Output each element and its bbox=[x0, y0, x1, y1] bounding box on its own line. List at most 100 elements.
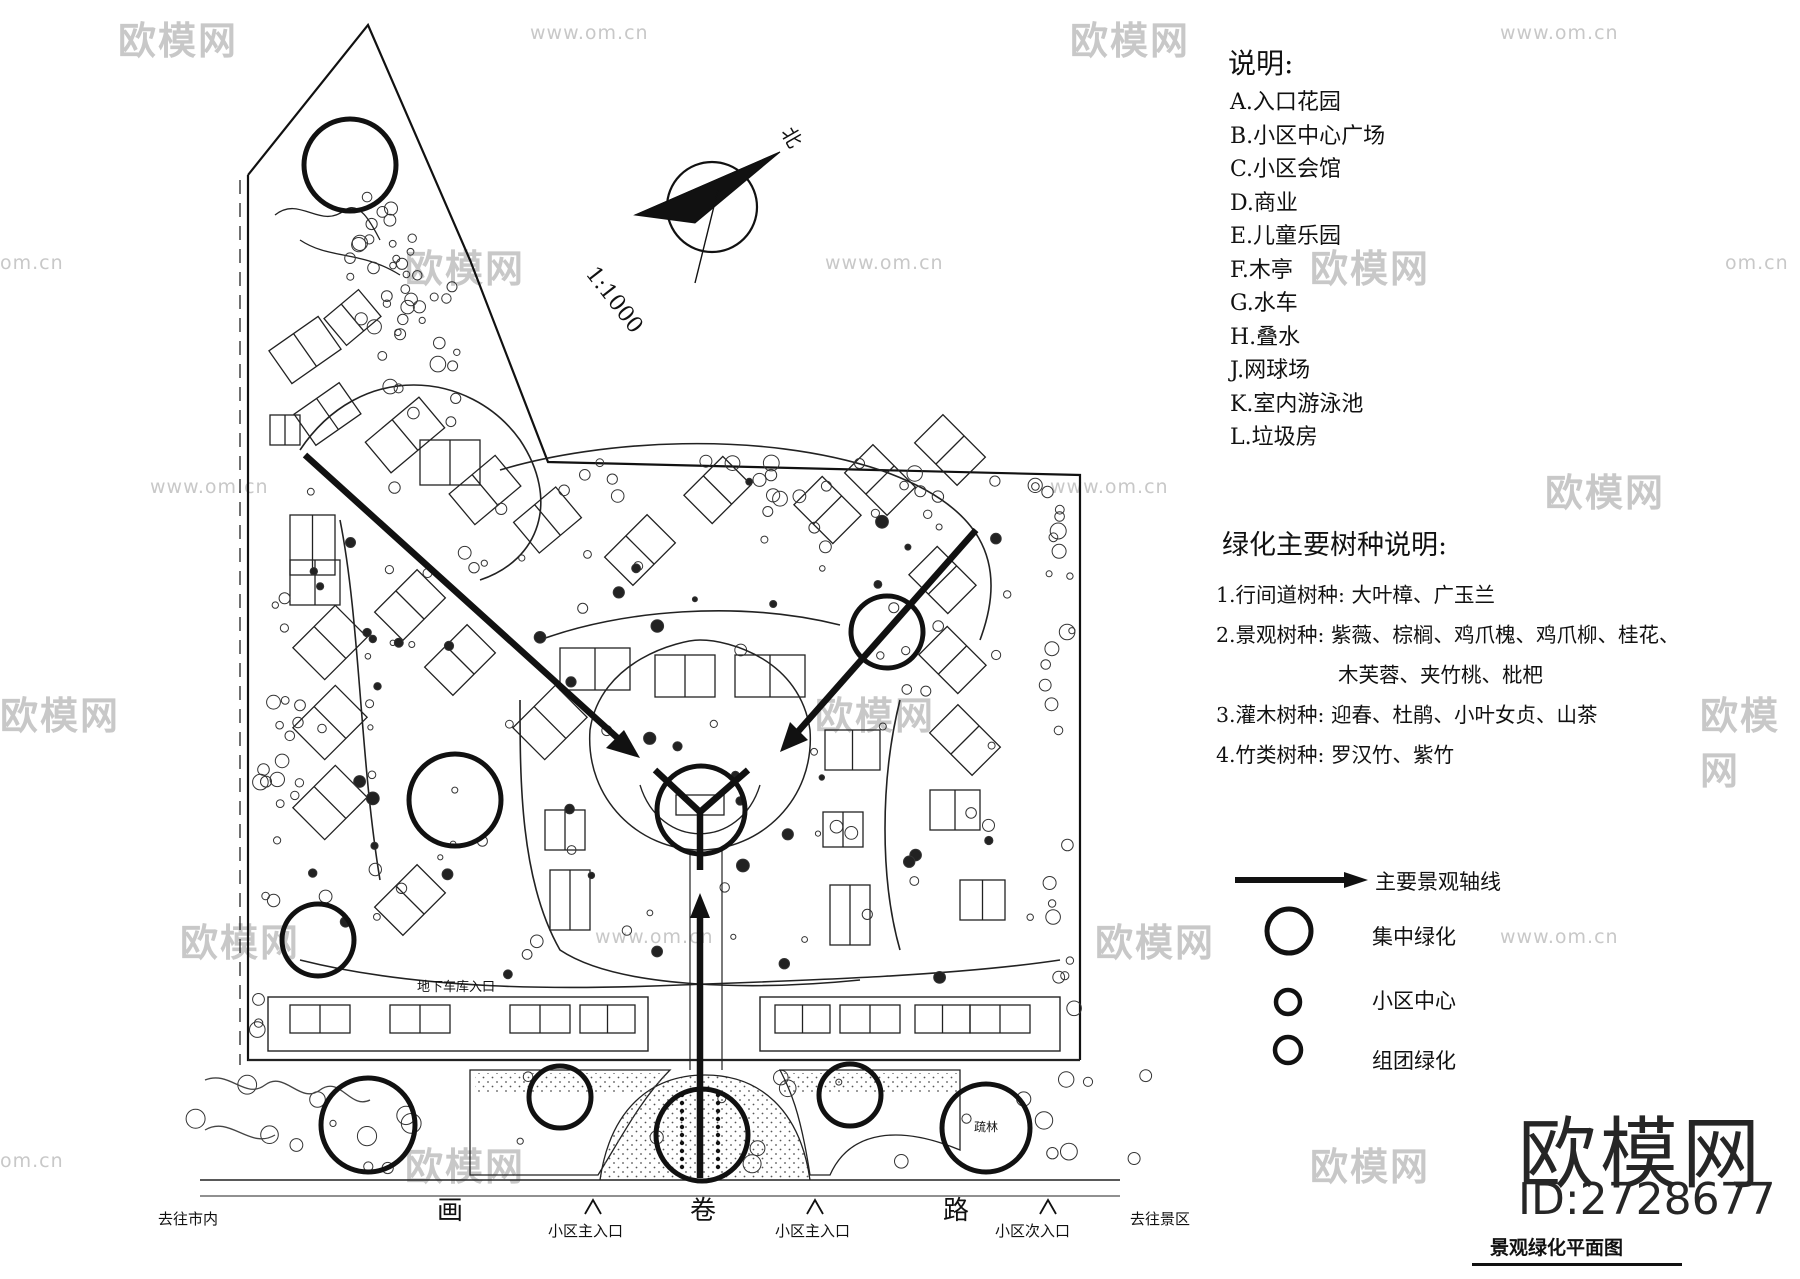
tree-canopy bbox=[495, 502, 508, 515]
building-partition bbox=[935, 435, 965, 465]
entrance-gardens bbox=[200, 1069, 1120, 1197]
tree-canopy bbox=[906, 465, 923, 482]
building-partition bbox=[533, 706, 567, 739]
tree-canopy bbox=[429, 292, 439, 302]
tree-canopy bbox=[899, 480, 909, 491]
tree-canopy bbox=[446, 281, 458, 293]
tree-canopy bbox=[606, 473, 618, 485]
building-partition bbox=[812, 495, 843, 525]
tree-canopy bbox=[252, 993, 265, 1006]
tree-canopy bbox=[965, 807, 977, 819]
tree-canopy bbox=[752, 472, 767, 487]
tree-canopy bbox=[400, 284, 411, 295]
tree-canopy bbox=[275, 720, 284, 730]
tree-canopy bbox=[1031, 482, 1040, 491]
entry-walkway bbox=[689, 850, 723, 1070]
legend-title: 说明: bbox=[1228, 47, 1294, 80]
tree-canopy bbox=[294, 778, 305, 788]
tree-canopy bbox=[248, 1021, 266, 1038]
tree-canopy bbox=[1044, 697, 1059, 712]
garage-entrance-label: 地下车库入口 bbox=[417, 980, 496, 995]
drawing-title: 景观绿化平面图 bbox=[1490, 1237, 1624, 1259]
tree-canopy bbox=[388, 481, 401, 494]
tree-canopy bbox=[1065, 956, 1075, 965]
entrance-bollard-dot bbox=[679, 1140, 685, 1146]
tree-canopy bbox=[269, 771, 285, 788]
tree-canopy bbox=[894, 1154, 909, 1169]
entrance-bollard-dot bbox=[715, 1156, 721, 1162]
tree-canopy bbox=[730, 933, 737, 940]
tree-canopy bbox=[878, 722, 887, 731]
tree-canopy bbox=[394, 328, 407, 341]
tree-canopy bbox=[278, 592, 291, 605]
legend-item: C.小区会馆 bbox=[1230, 157, 1342, 182]
legend-item: J.网球场 bbox=[1230, 358, 1311, 383]
tree-canopy bbox=[266, 893, 281, 908]
tree-canopy bbox=[724, 455, 741, 472]
tree-canopy bbox=[564, 803, 575, 815]
tree-canopy bbox=[873, 580, 883, 589]
tree-canopy bbox=[344, 252, 356, 265]
tree-canopy bbox=[394, 328, 402, 337]
tree-canopy bbox=[801, 936, 808, 943]
tree-canopy bbox=[271, 601, 279, 609]
tree-canopy bbox=[903, 855, 916, 868]
tree-canopy bbox=[521, 949, 533, 960]
tree-canopy bbox=[437, 854, 444, 861]
tree-canopy bbox=[961, 1113, 972, 1124]
tree-canopy bbox=[503, 969, 513, 980]
tree-canopy bbox=[395, 882, 408, 894]
tree-canopy bbox=[781, 828, 794, 841]
tree-canopy bbox=[370, 841, 379, 850]
tree-canopy bbox=[389, 261, 397, 270]
legend-item: F.木亭 bbox=[1230, 257, 1293, 283]
tree-canopy bbox=[792, 489, 807, 504]
tree-canopy bbox=[1068, 627, 1076, 635]
tree-canopy bbox=[818, 774, 825, 781]
tree-canopy bbox=[762, 506, 774, 517]
tree-canopy bbox=[1003, 590, 1012, 599]
road-char-1: 画 bbox=[437, 1196, 464, 1226]
road-char-3: 路 bbox=[943, 1196, 970, 1226]
tree-canopy bbox=[384, 201, 398, 216]
tree-canopy bbox=[1041, 485, 1054, 499]
building-partition bbox=[395, 590, 425, 620]
tree-canopy bbox=[382, 299, 392, 308]
green-circles bbox=[279, 116, 1033, 1184]
tree-canopy bbox=[317, 723, 327, 734]
watermark-url: www.om.cn bbox=[1500, 926, 1619, 948]
tree-canopy bbox=[982, 818, 995, 832]
tree-canopy bbox=[1045, 570, 1053, 578]
watermark-brand: 欧模网 bbox=[405, 1145, 526, 1189]
tree-canopy bbox=[356, 1126, 378, 1147]
tree-canopy bbox=[418, 316, 426, 324]
concentrated-green-circle bbox=[653, 1086, 751, 1184]
tree-canopy bbox=[631, 563, 641, 574]
tree-canopy bbox=[274, 753, 290, 769]
tree-canopy bbox=[407, 406, 420, 420]
tree-canopy bbox=[376, 206, 389, 218]
tree-canopy bbox=[987, 741, 996, 750]
legend-item: E.儿童乐园 bbox=[1230, 224, 1342, 249]
site-boundary bbox=[246, 22, 1082, 1062]
watermark-brand: 欧模网 bbox=[1310, 1145, 1431, 1189]
watermark-brand: 欧模网 bbox=[1070, 19, 1191, 63]
group-green-label: 组团绿化 bbox=[1372, 1049, 1456, 1073]
tree-canopy bbox=[412, 270, 423, 281]
tree-canopy bbox=[346, 272, 355, 281]
tree-species-item: 3.灌木树种: 迎春、杜鹃、小叶女贞、山茶 bbox=[1216, 703, 1598, 727]
entrance-bollard-dot bbox=[715, 1148, 721, 1154]
tree-canopy bbox=[672, 741, 683, 752]
tree-canopy bbox=[447, 360, 459, 372]
tree-canopy bbox=[579, 469, 591, 481]
building-partition bbox=[316, 398, 339, 430]
tree-canopy bbox=[909, 876, 920, 886]
tree-canopy bbox=[691, 596, 698, 603]
axis-northwest bbox=[302, 452, 625, 745]
entrance-bollard-dot bbox=[715, 1092, 721, 1098]
tree-canopy bbox=[306, 487, 315, 496]
building-partition bbox=[391, 419, 419, 451]
watermark-url: www.om.cn bbox=[530, 22, 649, 44]
tree-canopy bbox=[294, 699, 306, 712]
tree-canopy bbox=[354, 312, 368, 326]
